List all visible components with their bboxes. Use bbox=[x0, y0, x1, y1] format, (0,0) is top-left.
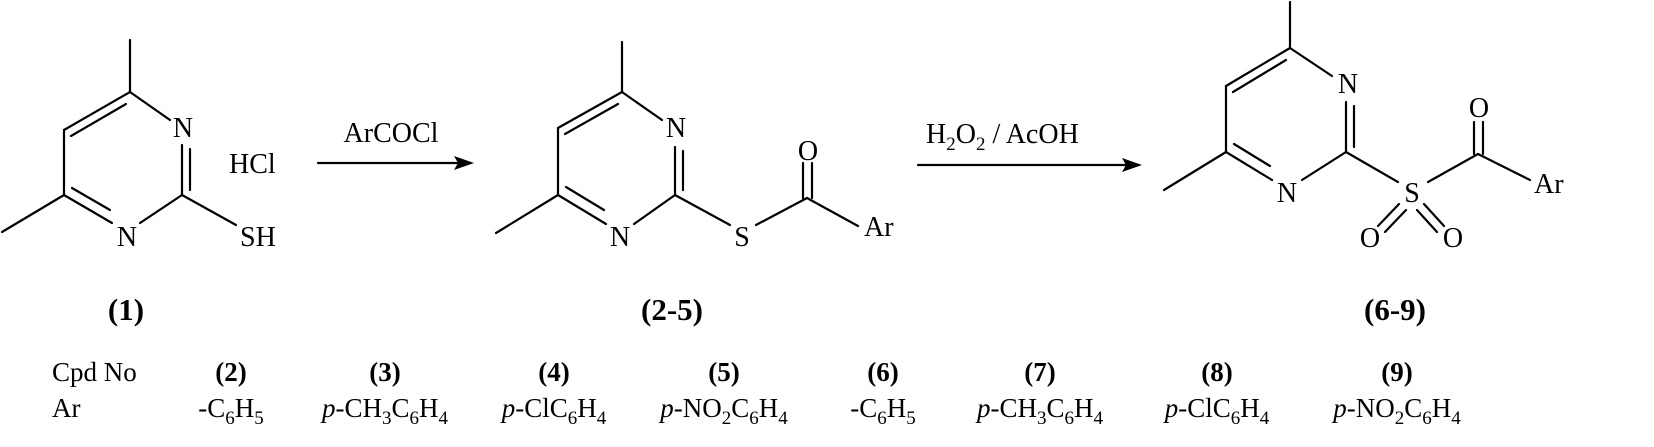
table-columns: (2) -C6H5 (3) p-CH3C6H4 (4) p-ClC6H4 (5) p-NO2C… bbox=[198, 357, 1461, 429]
table-ar-substituent: p-NO2C6H4 bbox=[1331, 393, 1461, 429]
reagent-h2o2-acoh: H2O2 / AcOH bbox=[926, 119, 1079, 155]
table-cpd-number: (5) bbox=[708, 357, 739, 387]
table-ar-substituent: p-CH3C6H4 bbox=[320, 393, 449, 429]
compound-2-5-label: (2-5) bbox=[641, 292, 703, 327]
compound-6-9-label: (6-9) bbox=[1364, 292, 1426, 327]
compound-2-5-structure: N N S O Ar bbox=[494, 40, 894, 253]
reaction-arrow-2 bbox=[916, 158, 1142, 172]
table-ar-substituent: p-NO2C6H4 bbox=[658, 393, 788, 429]
atom-n-label: N bbox=[610, 222, 630, 253]
table-cpd-number: (3) bbox=[369, 357, 400, 387]
atom-o-label: O bbox=[798, 136, 818, 167]
atom-s-label: S bbox=[734, 222, 750, 253]
table-ar-substituent: p-CH3C6H4 bbox=[975, 393, 1104, 429]
table-header-cpd-no: Cpd No bbox=[52, 357, 137, 387]
compound-1-structure: N N SH HCl bbox=[0, 38, 276, 253]
table-cpd-number: (9) bbox=[1381, 357, 1412, 387]
table-cpd-number: (8) bbox=[1201, 357, 1232, 387]
atom-o-label: O bbox=[1360, 223, 1380, 254]
reaction-arrow-1 bbox=[316, 156, 474, 170]
atom-o-label: O bbox=[1443, 223, 1463, 254]
atom-n-label: N bbox=[173, 113, 193, 144]
atom-n-label: N bbox=[1277, 178, 1297, 209]
table-header-ar: Ar bbox=[52, 393, 81, 423]
atom-s-label: S bbox=[1404, 178, 1420, 209]
atom-n-label: N bbox=[1338, 69, 1358, 100]
substituent-table: Cpd No Ar (2) -C6H5 (3) p-CH3C6H4 (4) p-ClC6H… bbox=[52, 357, 1461, 429]
atom-o-label: O bbox=[1469, 93, 1489, 124]
table-cpd-number: (6) bbox=[867, 357, 898, 387]
atom-sh-label: SH bbox=[240, 222, 276, 253]
atom-n-label: N bbox=[666, 113, 686, 144]
table-ar-substituent: -C6H5 bbox=[198, 393, 264, 429]
table-ar-substituent: p-ClC6H4 bbox=[500, 393, 607, 429]
table-ar-substituent: -C6H5 bbox=[850, 393, 916, 429]
atom-n-label: N bbox=[117, 222, 137, 253]
table-cpd-number: (7) bbox=[1024, 357, 1055, 387]
table-cpd-number: (4) bbox=[538, 357, 569, 387]
table-ar-substituent: p-ClC6H4 bbox=[1163, 393, 1270, 429]
hcl-label: HCl bbox=[229, 149, 276, 180]
compound-1-label: (1) bbox=[108, 292, 144, 327]
atom-ar-label: Ar bbox=[1534, 169, 1564, 200]
table-cpd-number: (2) bbox=[215, 357, 246, 387]
reagent-arcocl: ArCOCl bbox=[344, 118, 439, 149]
atom-ar-label: Ar bbox=[864, 212, 894, 243]
compound-6-9-structure: N N S O O O Ar bbox=[1162, 0, 1564, 254]
